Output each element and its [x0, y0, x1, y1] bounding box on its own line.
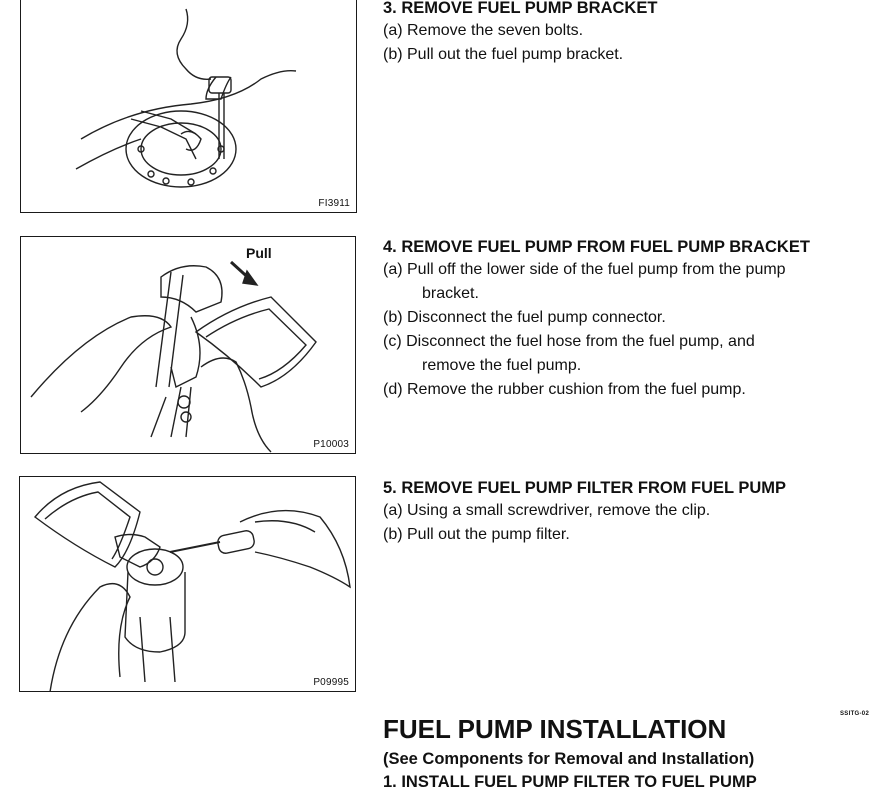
step-line: (a) Pull off the lower side of the fuel … — [383, 261, 786, 278]
callout-pull: Pull — [246, 245, 272, 261]
step-line: (a) Remove the seven bolts. — [383, 22, 584, 39]
figure-code: P09995 — [313, 677, 349, 688]
install-step-1: 1. INSTALL FUEL PUMP FILTER TO FUEL PUMP — [383, 773, 757, 791]
step-line: (d) Remove the rubber cushion from the f… — [383, 381, 746, 398]
step-line: (a) Using a small screwdriver, remove th… — [383, 502, 711, 519]
step-title: 5. REMOVE FUEL PUMP FILTER FROM FUEL PUM… — [383, 479, 787, 497]
figure-pump-filter: P09995 — [19, 476, 356, 692]
step-line: (c) Disconnect the fuel hose from the fu… — [383, 333, 755, 350]
step-line: remove the fuel pump. — [422, 357, 582, 374]
step-line: (b) Disconnect the fuel pump connector. — [383, 309, 666, 326]
section-subtitle: (See Components for Removal and Installa… — [383, 750, 755, 768]
step-5: 5. REMOVE FUEL PUMP FILTER FROM FUEL PUM… — [383, 477, 883, 547]
illustration-filter-removal — [33, 481, 351, 691]
step-title: 4. REMOVE FUEL PUMP FROM FUEL PUMP BRACK… — [383, 238, 810, 256]
figure-code: FI3911 — [318, 198, 350, 209]
step-title: 3. REMOVE FUEL PUMP BRACKET — [383, 0, 658, 17]
step-line: (b) Pull out the fuel pump bracket. — [383, 46, 624, 63]
figure-fuel-pump-bracket: FI3911 — [20, 0, 357, 213]
step-4: 4. REMOVE FUEL PUMP FROM FUEL PUMP BRACK… — [383, 236, 883, 402]
section-title: FUEL PUMP INSTALLATION — [383, 714, 727, 744]
step-line: (b) Pull out the pump filter. — [383, 526, 570, 543]
step-3: 3. REMOVE FUEL PUMP BRACKET (a) Remove t… — [383, 0, 883, 67]
figure-pump-from-bracket: Pull P10003 — [20, 236, 356, 454]
figure-code: P10003 — [313, 439, 349, 450]
step-line: bracket. — [422, 285, 479, 302]
illustration-pump-removal — [30, 260, 317, 453]
illustration-bracket-removal — [75, 8, 297, 188]
section-code: SSITG-02 — [840, 711, 870, 717]
